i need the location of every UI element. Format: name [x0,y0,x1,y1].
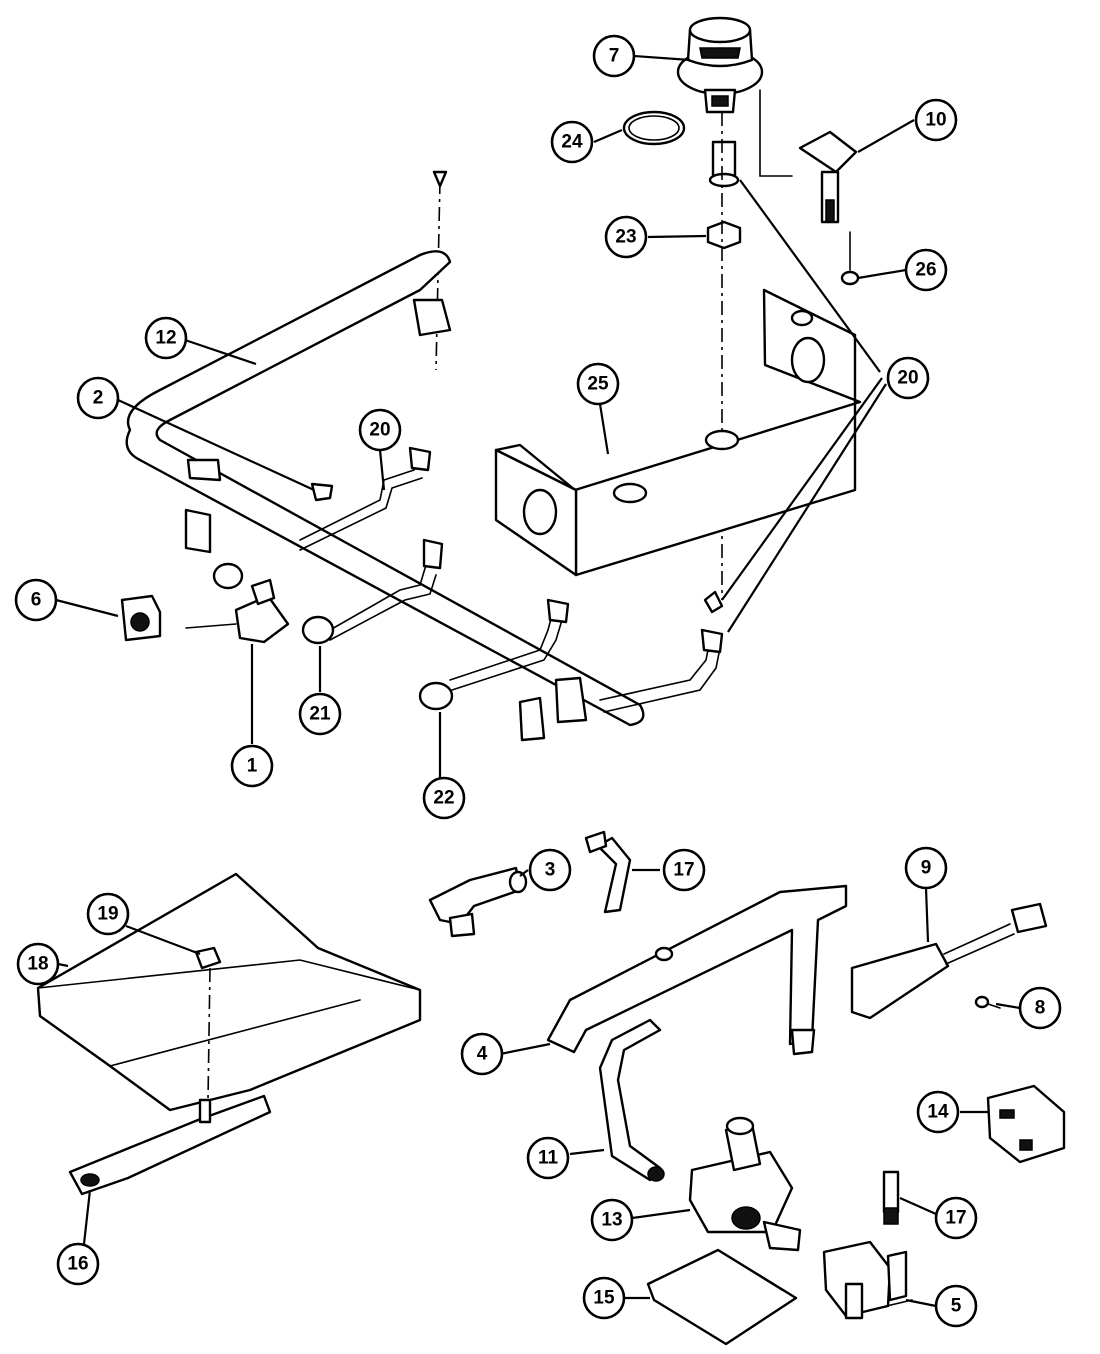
callout-1: 1 [230,744,274,788]
callout-label: 17 [945,1208,966,1229]
callout-7: 7 [592,34,636,78]
part-23-nut [706,220,742,250]
callout-9: 9 [904,846,948,890]
part-18-heat-shield [36,872,422,1112]
callout-label: 17 [673,860,694,881]
leader-lines [55,54,1021,1308]
callout-18: 18 [16,942,60,986]
callout-12: 12 [144,316,188,360]
callout-2: 2 [76,376,120,420]
callout-label: 18 [27,954,48,975]
callout-label: 9 [921,858,932,879]
callout-20-left: 20 [358,408,402,452]
callout-label: 6 [31,590,42,611]
callout-label: 12 [155,328,176,349]
callout-label: 13 [601,1210,622,1231]
callout-label: 24 [561,132,583,153]
callout-25: 25 [576,362,620,406]
part-14-switch-block [986,1084,1066,1164]
callout-6: 6 [14,578,58,622]
callout-22: 22 [422,776,466,820]
callout-8: 8 [1018,986,1062,1030]
screw-top [432,170,448,188]
callout-label: 2 [93,388,104,409]
callout-label: 23 [615,227,636,248]
callout-13: 13 [590,1198,634,1242]
center-line-screw [435,179,441,371]
callout-label: 20 [369,420,390,441]
part-21-fitting [301,615,335,645]
callout-label: 20 [897,368,918,389]
callout-label: 1 [247,756,258,777]
callout-15: 15 [582,1276,626,1320]
callout-11: 11 [526,1136,570,1180]
part-15-bracket-plate [646,1248,798,1346]
part-5-valve [822,1240,913,1320]
callout-label: 3 [545,860,556,881]
part-12-manifold [125,250,645,742]
part-3-orifice-holder [428,866,528,938]
callout-19: 19 [86,892,130,936]
part-20-nipple-upper [708,140,740,188]
part-1-valve-handle [234,578,290,644]
callout-label: 19 [97,904,118,925]
part-8-screw [974,995,1001,1009]
callout-26: 26 [904,248,948,292]
part-25-mounting-bracket [494,288,862,577]
shaft [185,623,237,629]
callout-17-upper: 17 [662,848,706,892]
callout-label: 8 [1035,998,1046,1019]
part-24-o-ring [622,110,686,146]
callout-24: 24 [550,120,594,164]
callout-14: 14 [916,1090,960,1134]
callout-label: 26 [915,260,936,281]
callout-label: 25 [587,374,609,395]
callout-label: 16 [67,1254,88,1275]
part-26-screw [840,231,860,286]
callout-10: 10 [914,98,958,142]
tubing-assembly [299,446,724,713]
callout-label: 22 [433,788,454,809]
part-16-bracket [68,1094,272,1196]
part-13-safety-valve [688,1116,802,1252]
part-9-igniter [850,902,1048,1020]
fitting-left [212,562,244,590]
callout-label: 11 [538,1148,559,1169]
part-10-bracket [759,89,858,224]
callout-label: 5 [951,1296,962,1317]
callout-3: 3 [528,848,572,892]
callout-23: 23 [604,215,648,259]
part-11-tube [598,1018,665,1182]
callout-label: 15 [593,1288,615,1309]
part-17-tube-lower [882,1170,900,1225]
part-22-fitting [418,681,454,711]
callout-label: 10 [925,110,946,131]
callout-label: 7 [609,46,620,67]
callout-5: 5 [934,1284,978,1328]
callout-17-lower: 17 [934,1196,978,1240]
part-2-screw [310,482,334,502]
callout-16: 16 [56,1242,100,1286]
part-7-pressure-regulator [676,16,764,114]
part-6-clip [120,594,162,642]
callout-label: 4 [477,1044,488,1065]
callout-21: 21 [298,692,342,736]
callout-label: 14 [927,1102,949,1123]
callout-label: 21 [309,704,331,725]
callout-4: 4 [460,1032,504,1076]
part-19-clip [194,946,222,970]
part-17-tube-upper [584,830,632,914]
callout-20-right: 20 [886,356,930,400]
part-4-burner-tube [546,884,848,1056]
